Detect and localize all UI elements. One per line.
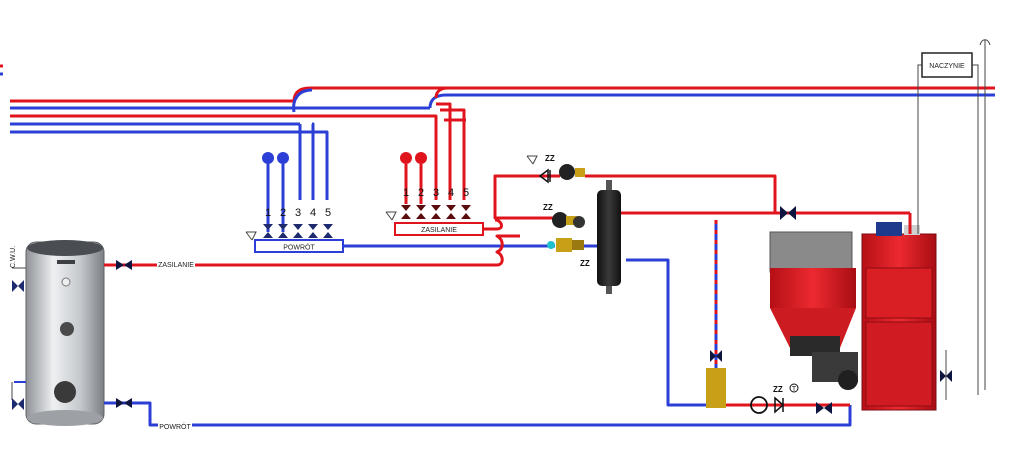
pump-group-3: ZZ xyxy=(547,238,590,268)
distribution-pipes xyxy=(103,174,910,407)
tank-connections: ZASILANIE POWRÓT xyxy=(104,259,852,431)
air-vent-icon xyxy=(245,231,257,241)
supply-indicator-2 xyxy=(415,152,427,164)
expansion-vessel: NACZYNIE xyxy=(917,39,991,400)
thermometer-label: T xyxy=(792,386,797,393)
manifold-return-number-3: 3 xyxy=(295,207,301,219)
manifold-return-number-4: 4 xyxy=(310,207,316,219)
manifold-supply-number-3: 3 xyxy=(433,187,439,199)
return-indicator-1 xyxy=(262,152,274,164)
manifold-supply: ZASILANIE 1 2 3 4 5 xyxy=(385,152,484,236)
boiler xyxy=(769,222,937,411)
manifold-supply-number-4: 4 xyxy=(448,187,454,199)
hydraulic-separator xyxy=(597,180,621,294)
manifold-supply-number-5: 5 xyxy=(463,187,469,199)
supply-indicator-1 xyxy=(400,152,412,164)
zz-label-1: ZZ xyxy=(545,154,555,163)
pump-group-1: ZZ xyxy=(526,154,585,184)
tank-supply-label: ZASILANIE xyxy=(158,262,194,269)
tank-return-label: POWRÓT xyxy=(159,422,191,431)
manifold-return: POWRÓT 1 2 3 4 5 xyxy=(245,152,344,253)
boiler-piping: ZZ T xyxy=(706,206,912,414)
zz-label-3: ZZ xyxy=(580,259,590,268)
manifold-supply-number-1: 1 xyxy=(403,187,409,199)
manifold-return-number-2: 2 xyxy=(280,207,286,219)
manifold-return-label: POWRÓT xyxy=(283,243,315,252)
pump-group-2: ZZ xyxy=(543,203,585,228)
main-pipes xyxy=(0,64,995,200)
air-vent-icon-2 xyxy=(385,211,397,221)
manifold-return-valves xyxy=(263,224,333,238)
manifold-supply-label: ZASILANIE xyxy=(421,227,457,234)
manifold-return-number-1: 1 xyxy=(265,207,271,219)
manifold-supply-number-2: 2 xyxy=(418,187,424,199)
hot-water-tank: C.W.U. xyxy=(10,240,105,426)
cwu-label: C.W.U. xyxy=(10,246,17,268)
return-indicator-2 xyxy=(277,152,289,164)
manifold-return-number-5: 5 xyxy=(325,207,331,219)
zz-label-4: ZZ xyxy=(773,385,783,394)
manifold-supply-valves xyxy=(401,205,471,219)
naczynie-label: NACZYNIE xyxy=(929,63,965,70)
zz-label-2: ZZ xyxy=(543,203,553,212)
